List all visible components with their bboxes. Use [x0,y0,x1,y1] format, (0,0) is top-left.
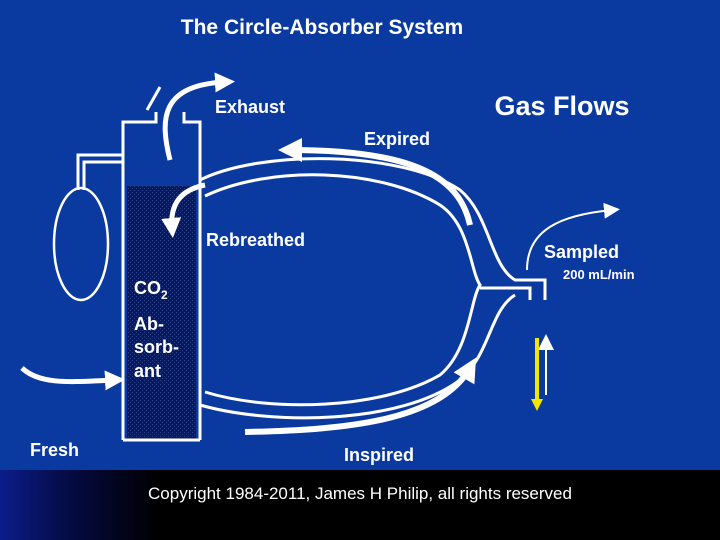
co2-label: CO2 [134,278,168,302]
absorber-canister [121,112,202,442]
reservoir-bag [52,153,123,302]
exhaust-valve [145,86,162,111]
sampled-label: Sampled [544,242,619,262]
sample-rate-label: 200 mL/min [563,267,635,282]
footer-bar: Copyright 1984-2011, James H Philip, all… [0,470,720,540]
fresh-flow-arrow [20,366,125,391]
expired-flow-arrow [278,138,473,226]
co2-main: CO [134,278,161,298]
absorbent-label-line2: sorb- [134,337,179,357]
gas-flows-heading: Gas Flows [494,91,629,121]
exhaust-flow-arrow [162,72,235,161]
co2-subscript: 2 [161,288,168,302]
absorbent-label-line3: ant [134,361,161,381]
rebreathed-label: Rebreathed [206,230,305,250]
sampled-flow-arrow [526,202,620,271]
fresh-label: Fresh [30,440,79,460]
exhaust-label: Exhaust [215,97,285,117]
copyright-text: Copyright 1984-2011, James H Philip, all… [148,484,572,503]
flow-arrows [20,72,620,435]
circle-absorber-diagram: The Circle-Absorber System Gas Flows Exh [20,16,635,465]
diagram-title: The Circle-Absorber System [181,16,463,39]
diagram-area: The Circle-Absorber System Gas Flows Exh [20,16,635,465]
absorbent-label-line1: Ab- [134,314,164,334]
inspired-flow-arrow [244,357,477,435]
expired-label: Expired [364,129,430,149]
rebreathed-flow-arrow [161,182,206,238]
inspired-label: Inspired [344,445,414,465]
breathing-circuit-tubes [199,157,547,420]
